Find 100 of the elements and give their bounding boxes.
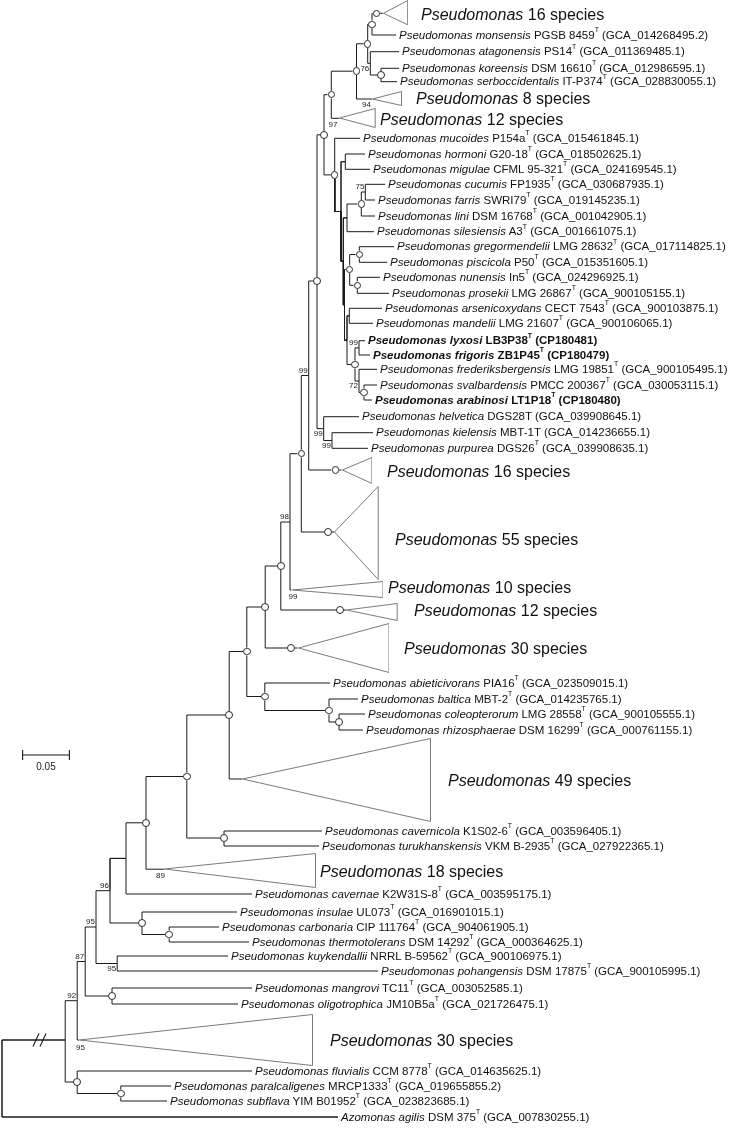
taxon-label: Pseudomonas paralcaligenes MRCP1333$^{T}$ (GCA_019655855.2) (171, 1079, 502, 1093)
branch-line (95, 926, 118, 964)
taxon-label: Azomonas agilis DSM 375$^{T}$ (GCA_007830255.1) (338, 1110, 590, 1124)
branch-line (246, 654, 262, 697)
branch-line (338, 725, 364, 731)
branch-line (223, 830, 323, 835)
branch-line (316, 284, 325, 430)
branch-line (358, 340, 366, 349)
branch-line (331, 432, 374, 441)
collapsed-clade-triangle (372, 91, 402, 106)
taxon-label: Pseudomonas silesiensis A3$^{T}$ (GCA_001661075.1) (374, 225, 637, 239)
collapsed-clade-triangle (334, 486, 379, 580)
branch-line (323, 416, 360, 430)
clade-label: Pseudomonas 8 species (416, 91, 591, 107)
taxon-label: Pseudomonas arsenicoxydans CECT 7543$^{T}$ (GCA_900103875.1) (382, 301, 719, 315)
taxon-label: Pseudomonas mandelii LMG 21607$^{T}$ (GCA_900106065.1) (373, 316, 673, 330)
branch-line (330, 70, 354, 92)
branch-line (280, 521, 291, 563)
collapsed-clade-triangle (382, 0, 408, 26)
branch-line (349, 254, 356, 266)
branch-line (76, 1000, 80, 1041)
branch-line (356, 43, 365, 68)
branch-line (76, 1085, 118, 1094)
clade-label: Pseudomonas 49 species (448, 773, 632, 789)
branch-line (328, 698, 359, 708)
bootstrap-value: 96 (100, 881, 109, 890)
taxon-label: Pseudomonas piscicola P50$^{T}$ (GCA_015351605.1) (387, 255, 649, 269)
branch-line (264, 699, 326, 711)
taxon-label: Pseudomonas helvetica DGS28T (GCA_039908645.1) (359, 410, 642, 424)
taxon-label: Pseudomonas insulae UL073$^{T}$ (GCA_016901015.1) (237, 905, 504, 919)
taxon-label: Pseudomonas mangrovi TC11$^{T}$ (GCA_003052585.1) (252, 981, 523, 995)
branch-line (109, 890, 139, 924)
branch-line (360, 207, 376, 217)
branch-line (363, 395, 373, 401)
taxon-label: Pseudomonas kuykendallii NRRL B-59562$^{T}$ (GCA_900106975.1) (228, 949, 562, 963)
branch-line (168, 926, 220, 932)
bootstrap-value: 92 (67, 991, 77, 1000)
branch-line (323, 428, 333, 441)
branch-line (354, 367, 360, 382)
branch-line (358, 368, 378, 382)
taxon-label: Pseudomonas svalbardensis PMCC 200367$^{T}$ (GCA_030053115.1) (377, 378, 719, 392)
branch-line (141, 926, 166, 935)
branch-line (186, 714, 226, 774)
bootstrap-value: 99 (313, 429, 323, 438)
bootstrap-value: 95 (86, 918, 95, 926)
taxon-label: Pseudomonas serboccidentalis IT-P374$^{T}$ (GCA_028830055.1) (397, 75, 717, 89)
branch-line (308, 375, 332, 471)
taxon-label: Pseudomonas thermotolerans DSM 14292$^{T}$ (GCA_000364625.1) (249, 935, 583, 949)
branch-line (186, 779, 221, 839)
taxon-label: Pseudomonas migulae CFML 95-321$^{T}$ (GCA_024169545.1) (370, 162, 677, 176)
collapsed-clade-triangle (346, 603, 398, 621)
branch-line (343, 609, 347, 611)
branch-line (111, 987, 253, 993)
branch-line (371, 27, 397, 36)
branch-line (323, 94, 328, 132)
taxon-label: Pseudomonas arabinosi LT1P18$^{T}$ (CP180480) (372, 393, 621, 407)
bootstrap-value: 76 (360, 64, 370, 73)
branch-line (308, 280, 314, 376)
branch-line (300, 457, 325, 533)
taxon-label: Pseudomonas baltica MBT-2$^{T}$ (GCA_014235765.1) (358, 692, 622, 706)
branch-line (289, 453, 298, 523)
taxon-label: Pseudomonas fluvialis CCM 8778$^{T}$ (GCA_014635625.1) (252, 1064, 542, 1078)
taxon-label: Pseudomonas frigoris ZB1P45$^{T}$ (CP180479) (370, 348, 610, 362)
branch-line (168, 937, 250, 943)
branch-line (84, 961, 109, 997)
clade-label: Pseudomonas 16 species (421, 7, 605, 23)
branch-line (358, 380, 361, 393)
clade-label: Pseudomonas 18 species (320, 864, 504, 880)
branch-line (264, 610, 288, 649)
bootstrap-value: 72 (349, 382, 358, 390)
taxon-label: Pseudomonas koreensis DSM 16610$^{T}$ (GCA_012986595.1) (399, 61, 706, 75)
bootstrap-value: 87 (75, 952, 85, 961)
branch-line (300, 375, 310, 451)
taxon-label: Pseudomonas nunensis In5$^{T}$ (GCA_024296925.1) (380, 270, 639, 284)
taxon-label: Pseudomonas monsensis PGSB 8459$^{T}$ (GCA_014268495.2) (396, 28, 709, 42)
branch-line (364, 183, 386, 193)
branch-line (289, 521, 292, 591)
bootstrap-value: 89 (156, 872, 165, 880)
branch-line (323, 138, 332, 176)
branch-line (363, 384, 378, 390)
scale-label: 0.05 (36, 761, 56, 772)
taxon-label: Pseudomonas coleopterorum LMG 28558$^{T}$ (GCA_900105555.1) (365, 707, 696, 721)
branch-line (95, 890, 111, 928)
branch-line (358, 347, 371, 356)
branch-line (354, 347, 360, 362)
branch-line (76, 961, 86, 1002)
branch-line (331, 531, 335, 533)
taxon-label: Pseudomonas kielensis MBT-1T (GCA_014236655.1) (373, 426, 651, 440)
taxon-label: Pseudomonas subflava YIM B01952$^{T}$ (GCA_023823685.1) (167, 1094, 470, 1108)
branch-line (228, 718, 243, 780)
branch-line (338, 469, 343, 471)
branch-line (331, 440, 369, 449)
branch-line (111, 999, 239, 1005)
taxon-label: Pseudomonas pohangensis DSM 17875$^{T}$ (GCA_900105995.1) (378, 964, 701, 978)
branch-line (380, 67, 400, 72)
clade-label: Pseudomonas 12 species (380, 112, 564, 128)
branch-line (356, 74, 373, 100)
collapsed-clade-triangle (341, 457, 372, 484)
bootstrap-value: 94 (362, 100, 371, 109)
bootstrap-value: 99 (288, 593, 298, 601)
